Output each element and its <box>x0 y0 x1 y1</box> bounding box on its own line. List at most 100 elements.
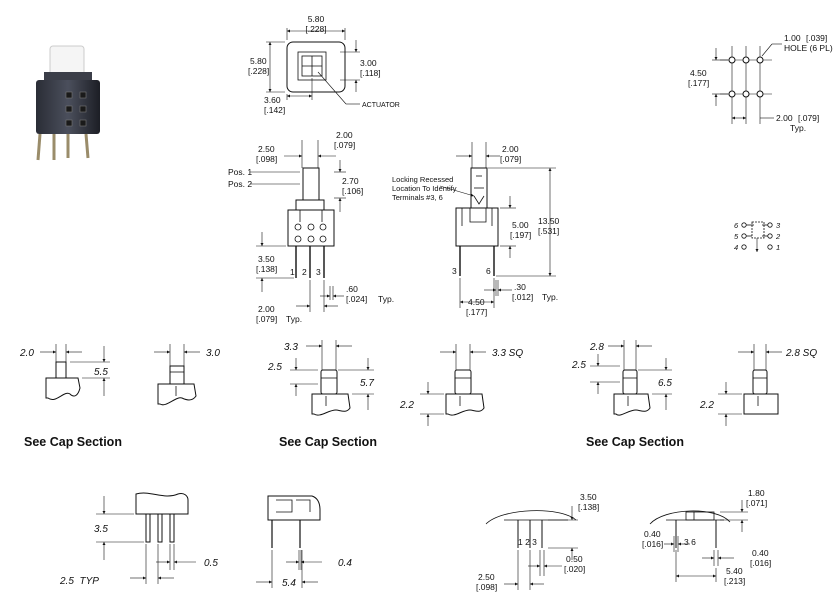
bl-pitch-typ: 2.5 TYP <box>59 576 99 587</box>
cap4-base: 2.2 <box>399 400 414 411</box>
cap-2 <box>154 344 200 406</box>
switch-photo <box>36 45 100 161</box>
see-cap-section-3: See Cap Section <box>586 435 684 449</box>
cap1-w: 2.0 <box>19 348 34 359</box>
front-right-mm: 2.00 <box>336 130 353 140</box>
side-pin-6: 6 <box>486 266 491 276</box>
side-body-mm: 5.00 <box>512 220 529 230</box>
front-pin-mm: 3.50 <box>258 254 275 264</box>
cap6-sq: 2.8 SQ <box>785 348 817 359</box>
top-width-in: [.228] <box>305 24 326 34</box>
hole-pattern <box>712 43 782 124</box>
side-pint-in: [.012] <box>512 292 533 302</box>
cap6-base: 2.2 <box>699 400 714 411</box>
cap5-h: 6.5 <box>658 378 672 389</box>
br-b-mm: 0.50 <box>566 554 583 564</box>
cap3-h: 5.7 <box>360 378 374 389</box>
br-e-in: [.016] <box>642 539 663 549</box>
front-pin-3: 3 <box>316 267 321 277</box>
br-pins-a: 1 2 3 <box>518 537 537 547</box>
cap3-top: 2.5 <box>267 362 282 373</box>
front-pitch-mm: 2.00 <box>258 304 275 314</box>
front-pinw-in: [.024] <box>346 294 367 304</box>
hole-pitch-in: [.079] <box>798 113 819 123</box>
top-height-in: [.228] <box>248 66 269 76</box>
cap3-w: 3.3 <box>284 342 298 353</box>
side-top-in: [.079] <box>500 154 521 164</box>
cap-1 <box>40 344 110 400</box>
see-cap-section-1: See Cap Section <box>24 435 122 449</box>
br-c-mm: 2.50 <box>478 572 495 582</box>
schem-right-3: 3 <box>776 221 781 230</box>
cap2-w: 3.0 <box>206 348 220 359</box>
top-offset-in: [.142] <box>264 105 285 115</box>
bottom-left-side <box>256 495 322 588</box>
br-g-mm: 5.40 <box>726 566 743 576</box>
br-a-in: [.138] <box>578 502 599 512</box>
front-pinw-typ: Typ. <box>378 294 394 304</box>
switch-schematic <box>741 221 773 252</box>
bl-side-thick: 0.4 <box>338 558 352 569</box>
hole-size-in: [.039] <box>806 33 827 43</box>
front-pin-in: [.138] <box>256 264 277 274</box>
front-view <box>250 140 346 312</box>
schem-left-5: 5 <box>734 232 739 241</box>
cap1-h: 5.5 <box>94 367 108 378</box>
bl-pin-thick: 0.5 <box>204 558 218 569</box>
side-body-in: [.197] <box>510 230 531 240</box>
front-right-in: [.079] <box>334 140 355 150</box>
bl-side-width: 5.4 <box>282 578 296 589</box>
br-f-in: [.016] <box>750 558 771 568</box>
br-b-in: [.020] <box>564 564 585 574</box>
side-view <box>439 142 556 308</box>
schem-right-1: 1 <box>776 243 780 252</box>
top-width-mm: 5.80 <box>308 14 325 24</box>
cap-5 <box>590 340 672 416</box>
schem-left-6: 6 <box>734 221 739 230</box>
schem-left-4: 4 <box>734 243 738 252</box>
bottom-right-side <box>649 500 748 582</box>
side-note-3: Terminals #3, 6 <box>392 193 443 202</box>
top-height-mm: 5.80 <box>250 56 267 66</box>
top-inner-in: [.118] <box>360 68 381 78</box>
front-pitch-in: [.079] <box>256 314 277 324</box>
cap-4 <box>420 344 486 426</box>
front-travel-mm: 2.70 <box>342 176 359 186</box>
hole-row-in: [.177] <box>688 78 709 88</box>
schem-right-2: 2 <box>775 232 781 241</box>
actuator-label: ACTUATOR <box>362 102 400 109</box>
front-pin-1: 1 <box>290 267 295 277</box>
front-pitch-typ: Typ. <box>286 314 302 324</box>
bottom-left-front <box>96 492 196 584</box>
pos1-label: Pos. 1 <box>228 167 252 177</box>
top-inner-mm: 3.00 <box>360 58 377 68</box>
cap4-sq: 3.3 SQ <box>492 348 523 359</box>
side-pint-typ: Typ. <box>542 292 558 302</box>
front-pinw-mm: .60 <box>346 284 358 294</box>
cap5-w: 2.8 <box>589 342 604 353</box>
hole-row-mm: 4.50 <box>690 68 707 78</box>
side-pin-3: 3 <box>452 266 457 276</box>
cap5-top: 2.5 <box>571 360 586 371</box>
br-pins-b: 3 6 <box>684 537 696 547</box>
front-travel-in: [.106] <box>342 186 363 196</box>
top-offset-mm: 3.60 <box>264 95 281 105</box>
side-pint-mm: .30 <box>514 282 526 292</box>
hole-size-mm: 1.00 <box>784 33 801 43</box>
cap-6 <box>718 344 782 426</box>
bottom-right-front <box>485 506 578 590</box>
br-f-mm: 0.40 <box>752 548 769 558</box>
br-d-in: [.071] <box>746 498 767 508</box>
hole-note: HOLE (6 PL) <box>784 43 833 53</box>
side-total-mm: 13.50 <box>538 216 560 226</box>
side-note-1: Locking Recessed <box>392 175 453 184</box>
br-g-in: [.213] <box>724 576 745 586</box>
pos2-label: Pos. 2 <box>228 179 252 189</box>
front-pin-2: 2 <box>302 267 307 277</box>
br-a-mm: 3.50 <box>580 492 597 502</box>
see-cap-section-2: See Cap Section <box>279 435 377 449</box>
side-top-mm: 2.00 <box>502 144 519 154</box>
side-width-in: [.177] <box>466 307 487 317</box>
front-top-mm: 2.50 <box>258 144 275 154</box>
